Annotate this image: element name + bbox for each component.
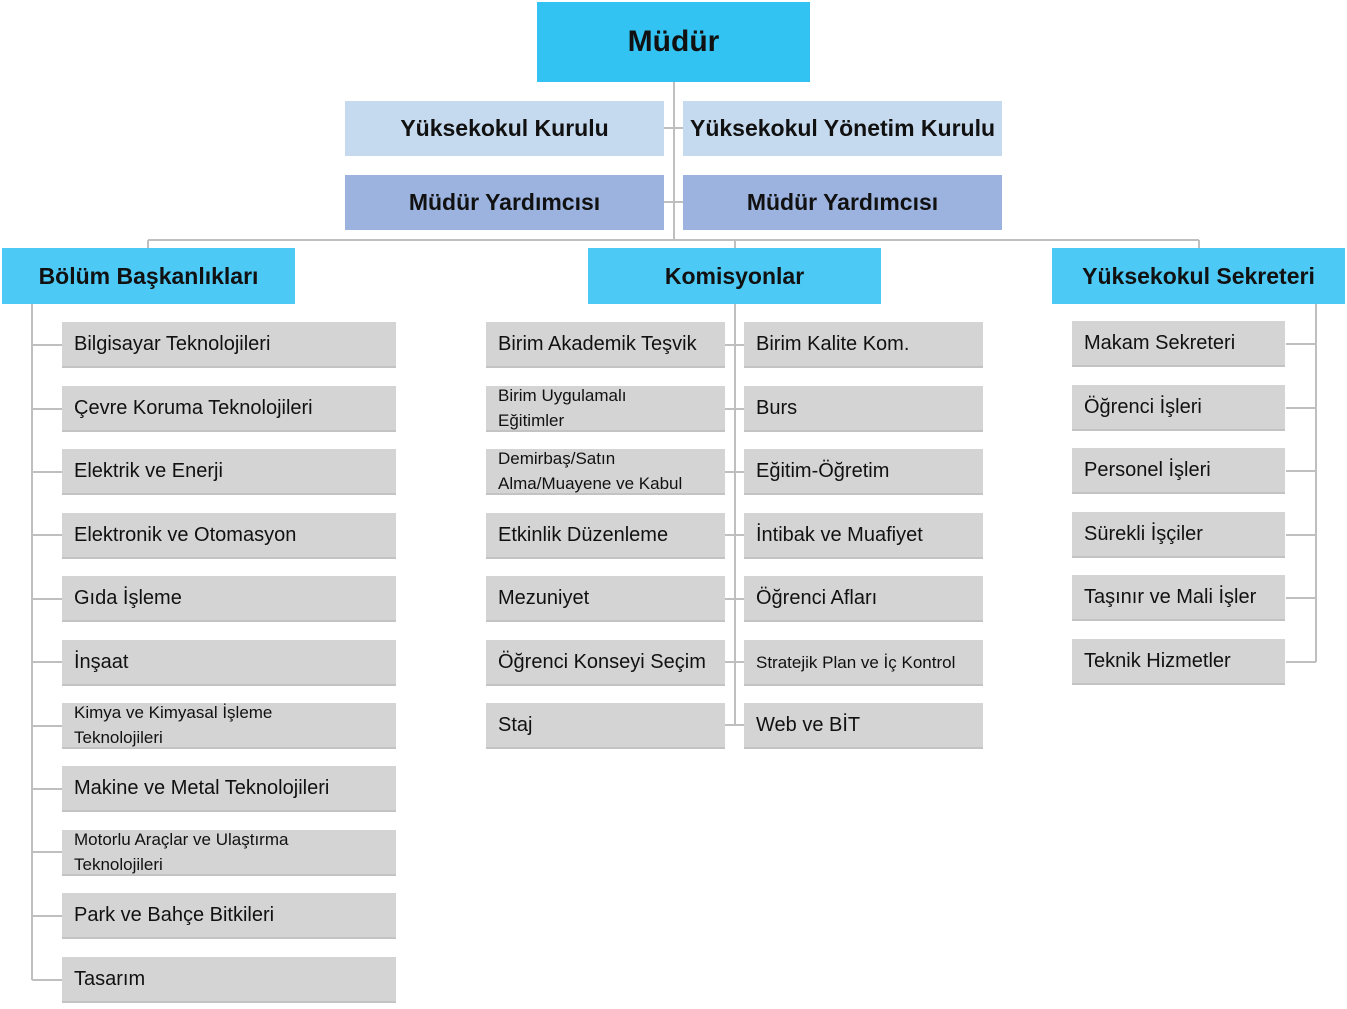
commission-item: Mezuniyet — [486, 576, 725, 622]
commissions-head-box: Komisyonlar — [588, 248, 881, 304]
deputy-director-box-left: Müdür Yardımcısı — [345, 175, 664, 230]
commission-item: Stratejik Plan ve İç Kontrol — [744, 640, 983, 686]
commission-item: Öğrenci Konseyi Seçim — [486, 640, 725, 686]
department-item: Motorlu Araçlar ve Ulaştırma Teknolojile… — [62, 830, 396, 876]
department-item: Bilgisayar Teknolojileri — [62, 322, 396, 368]
director-box: Müdür — [537, 2, 810, 82]
secretary-item: Taşınır ve Mali İşler — [1072, 575, 1285, 621]
commission-item: Web ve BİT — [744, 703, 983, 749]
department-item: Çevre Koruma Teknolojileri — [62, 386, 396, 432]
school-board-box: Yüksekokul Kurulu — [345, 101, 664, 156]
commission-item: Staj — [486, 703, 725, 749]
department-item: Gıda İşleme — [62, 576, 396, 622]
commission-item: Birim Uygulamalı Eğitimler — [486, 386, 725, 432]
department-item: Park ve Bahçe Bitkileri — [62, 893, 396, 939]
commission-item: Demirbaş/Satın Alma/Muayene ve Kabul — [486, 449, 725, 495]
secretary-item: Sürekli İşçiler — [1072, 512, 1285, 558]
secretary-head-box: Yüksekokul Sekreteri — [1052, 248, 1345, 304]
school-executive-board-box: Yüksekokul Yönetim Kurulu — [683, 101, 1002, 156]
secretary-item: Teknik Hizmetler — [1072, 639, 1285, 685]
commission-item: İntibak ve Muafiyet — [744, 513, 983, 559]
commission-item: Birim Akademik Teşvik — [486, 322, 725, 368]
secretary-item: Öğrenci İşleri — [1072, 385, 1285, 431]
secretary-item: Makam Sekreteri — [1072, 321, 1285, 367]
commission-item: Birim Kalite Kom. — [744, 322, 983, 368]
commission-item: Etkinlik Düzenleme — [486, 513, 725, 559]
department-item: Kimya ve Kimyasal İşleme Teknolojileri — [62, 703, 396, 749]
department-item: Tasarım — [62, 957, 396, 1003]
commission-item: Öğrenci Afları — [744, 576, 983, 622]
deputy-director-box-right: Müdür Yardımcısı — [683, 175, 1002, 230]
department-item: Elektronik ve Otomasyon — [62, 513, 396, 559]
department-item: Elektrik ve Enerji — [62, 449, 396, 495]
departments-head-box: Bölüm Başkanlıkları — [2, 248, 295, 304]
commission-item: Eğitim-Öğretim — [744, 449, 983, 495]
department-item: Makine ve Metal Teknolojileri — [62, 766, 396, 812]
commission-item: Burs — [744, 386, 983, 432]
secretary-item: Personel İşleri — [1072, 448, 1285, 494]
department-item: İnşaat — [62, 640, 396, 686]
